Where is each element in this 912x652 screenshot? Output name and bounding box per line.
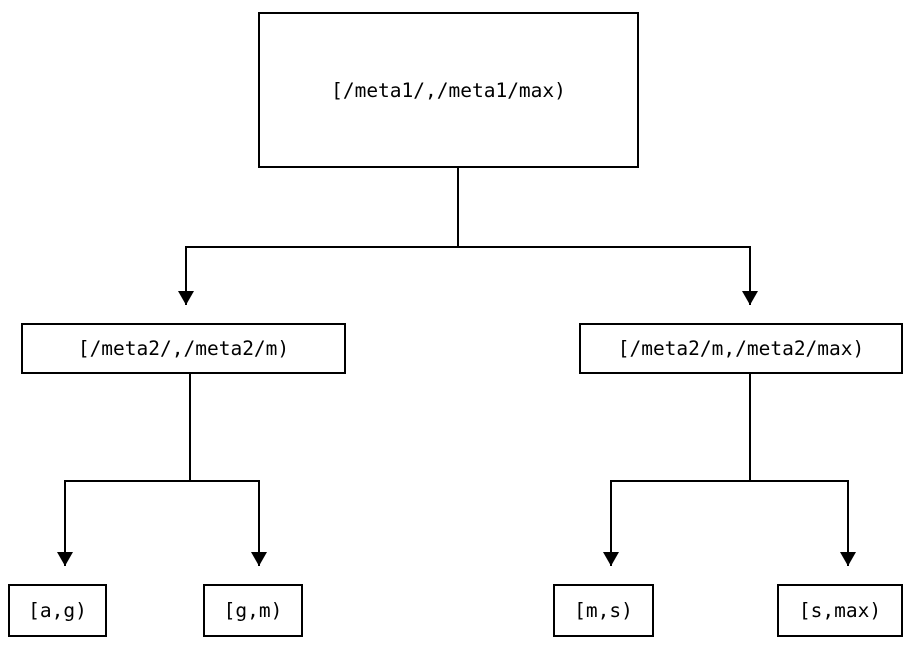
edge-root-to-mid-left: [185, 246, 187, 305]
node-leaf-gm-label: [g,m): [223, 599, 283, 622]
edge-root-to-mid-right: [749, 246, 751, 305]
node-leaf-ag: [a,g): [8, 584, 107, 637]
edge-mid-left-to-leaf-ag: [64, 480, 66, 566]
node-leaf-smax: [s,max): [777, 584, 903, 637]
node-root: [/meta1/,/meta1/max): [258, 12, 639, 168]
node-leaf-ms-label: [m,s): [574, 599, 633, 622]
arrowhead-root-to-mid-left: [178, 291, 194, 305]
edge-mid-left-bus: [64, 480, 260, 482]
edge-mid-right-to-leaf-ms: [610, 480, 612, 566]
edge-mid-left-stem: [189, 374, 191, 481]
node-leaf-ag-label: [a,g): [28, 599, 87, 622]
node-mid-left-label: [/meta2/,/meta2/m): [77, 337, 290, 360]
edge-mid-right-to-leaf-smax: [847, 480, 849, 566]
edge-mid-right-stem: [749, 374, 751, 481]
node-leaf-gm: [g,m): [203, 584, 303, 637]
node-leaf-ms: [m,s): [553, 584, 654, 637]
node-mid-left: [/meta2/,/meta2/m): [21, 323, 346, 374]
node-leaf-smax-label: [s,max): [798, 599, 882, 622]
node-root-label: [/meta1/,/meta1/max): [331, 78, 566, 102]
edge-mid-right-bus: [610, 480, 849, 482]
arrowhead-mid-left-to-leaf-gm: [251, 552, 267, 566]
edge-root-bus: [185, 246, 751, 248]
node-mid-right-label: [/meta2/m,/meta2/max): [617, 337, 865, 360]
arrowhead-mid-left-to-leaf-ag: [57, 552, 73, 566]
edge-root-stem: [457, 168, 459, 247]
edge-mid-left-to-leaf-gm: [258, 480, 260, 566]
arrowhead-root-to-mid-right: [742, 291, 758, 305]
arrowhead-mid-right-to-leaf-ms: [603, 552, 619, 566]
node-mid-right: [/meta2/m,/meta2/max): [579, 323, 903, 374]
arrowhead-mid-right-to-leaf-smax: [840, 552, 856, 566]
